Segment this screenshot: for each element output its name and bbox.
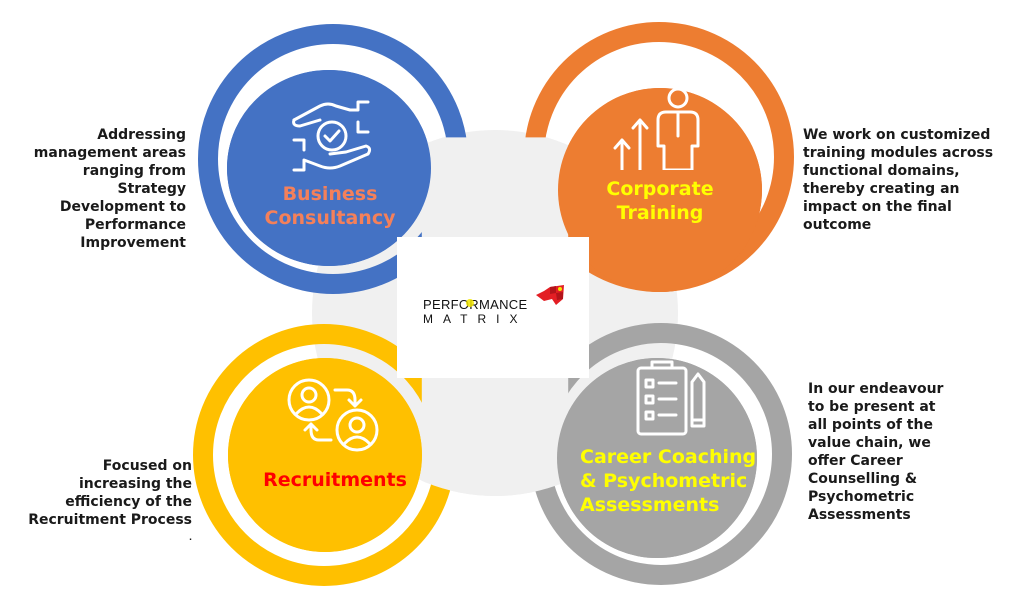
desc-line: Focused on [102,458,192,474]
desc-line: outcome [803,217,872,233]
desc-line: functional domains, [803,163,960,179]
desc-line: Strategy [117,181,186,197]
logo-arrow-icon [536,285,564,305]
corporate-training-title: Corporate Training [580,177,740,225]
corporate-training-disc-top [558,88,762,292]
desc-line: increasing the [78,476,192,492]
desc-line: Performance [84,217,186,233]
career-coaching-disc-top [557,358,757,558]
desc-line: Recruitment Process [28,512,192,528]
desc-line: training modules across [803,145,994,161]
desc-line: Addressing [97,127,186,143]
logo-text-matrix: MATRIX [423,312,528,326]
logo-text-performance: PERFORMANCE [423,297,528,312]
title-line: Business [282,183,378,205]
desc-line: all points of the [808,417,933,433]
logo-box [397,237,589,378]
career-coaching-title: Career Coaching & Psychometric Assessmen… [580,445,770,517]
desc-line: offer Career [808,453,903,469]
desc-line: Development to [59,199,186,215]
career-coaching-description: In our endeavour to be present at all po… [808,380,1008,524]
title-line: Assessments [580,494,720,516]
title-line: Corporate [606,178,714,200]
desc-line: We work on customized [803,127,991,143]
desc-line: impact on the final [803,199,952,215]
growth-person-icon [612,86,704,170]
title-line: Recruitments [263,469,407,491]
desc-line: efficiency of the [65,494,192,510]
business-consultancy-title: Business Consultancy [240,182,420,230]
desc-line: to be present at [808,399,936,415]
desc-line: Counselling & [808,471,918,487]
desc-line: Psychometric [808,489,915,505]
business-consultancy-description: Addressing management areas ranging from… [10,126,186,252]
clipboard-pencil-icon [634,360,714,436]
desc-line: ranging from [82,163,186,179]
recruitments-description: Focused on increasing the efficiency of … [4,457,192,547]
hands-check-icon [290,98,374,174]
recruitments-title: Recruitments [250,468,420,492]
logo-o-highlight [466,299,474,307]
corporate-training-description: We work on customized training modules a… [803,126,1023,234]
desc-line: Assessments [808,507,911,523]
title-line: Training [616,202,704,224]
desc-line: In our endeavour [808,381,944,397]
people-exchange-icon [287,378,383,454]
desc-line: Improvement [80,235,186,251]
desc-line: . [188,533,192,542]
desc-line: management areas [33,145,186,161]
desc-line: thereby creating an [803,181,960,197]
desc-line: value chain, we [808,435,931,451]
title-line: Consultancy [264,207,396,229]
title-line: & Psychometric [580,470,748,492]
title-line: Career Coaching [580,446,757,468]
